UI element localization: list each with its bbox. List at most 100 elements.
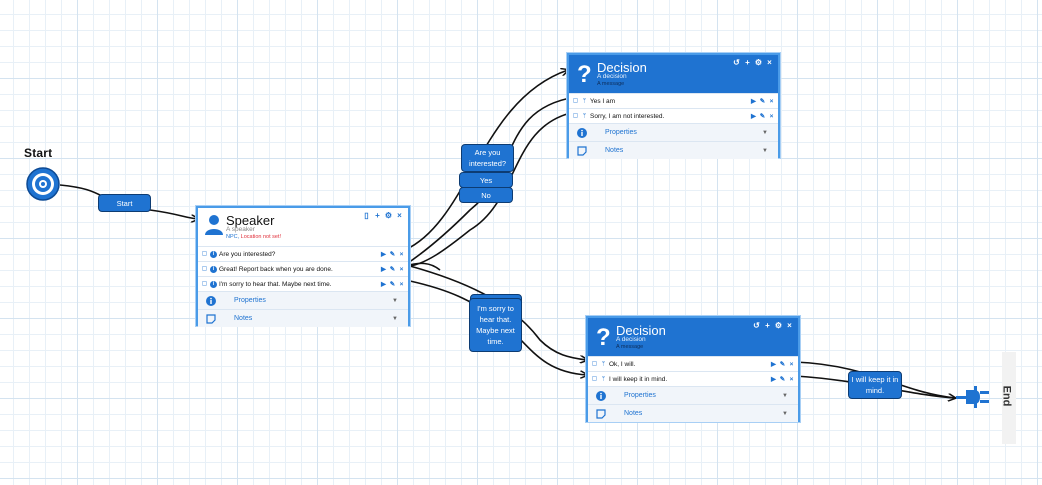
- decision1-option[interactable]: ▢ ᛘ Yes I am ▶✎×: [569, 93, 778, 108]
- speaker-line[interactable]: ▢ i Great! Report back when you are done…: [198, 261, 408, 276]
- speaker-subtitle: A speaker: [226, 226, 255, 233]
- question-icon: ?: [577, 61, 592, 86]
- gear-icon[interactable]: ⚙: [384, 211, 393, 220]
- edge-keep-in-mind[interactable]: I will keep it in mind.: [848, 371, 902, 399]
- chevron-down-icon: ▼: [392, 315, 398, 322]
- decision1-tools: ↺ + ⚙ ×: [732, 58, 774, 67]
- info-icon: i: [210, 265, 217, 273]
- close-icon[interactable]: ×: [767, 58, 772, 67]
- play-icon[interactable]: ▶: [771, 360, 776, 368]
- decision2-notes-label: Notes: [624, 410, 643, 417]
- chat-icon: ▢: [201, 265, 208, 272]
- svg-text:?: ?: [596, 324, 611, 349]
- fork-icon: ᛘ: [601, 360, 606, 368]
- edit-icon[interactable]: ✎: [779, 360, 786, 368]
- gear-icon[interactable]: ⚙: [754, 58, 763, 67]
- speaker-properties-label: Properties: [234, 297, 266, 304]
- decision2-message: A message: [616, 344, 644, 350]
- decision2-option-text: Ok, I will.: [609, 360, 636, 368]
- speaker-notes-label: Notes: [234, 315, 253, 322]
- decision1-properties-toggle[interactable]: Properties ▼: [569, 123, 778, 141]
- info-circle-icon: [577, 127, 587, 138]
- chat-icon: ▢: [201, 280, 208, 287]
- edge-start[interactable]: Start: [98, 194, 151, 212]
- add-icon[interactable]: +: [745, 58, 750, 67]
- delete-icon[interactable]: ×: [789, 375, 794, 383]
- play-icon[interactable]: ▶: [751, 97, 756, 105]
- play-icon[interactable]: ▶: [771, 375, 776, 383]
- play-icon[interactable]: ▶: [751, 112, 756, 120]
- speaker-notes-toggle[interactable]: Notes ▼: [198, 309, 408, 327]
- person-icon: [205, 215, 223, 235]
- decision-node-2[interactable]: ? Decision A decision A message ↺ + ⚙ × …: [586, 316, 800, 422]
- decision2-tools: ↺ + ⚙ ×: [752, 321, 794, 330]
- decision2-option[interactable]: ▢ ᛘ Ok, I will. ▶✎×: [588, 356, 798, 371]
- delete-icon[interactable]: ×: [769, 112, 774, 120]
- info-icon: i: [210, 280, 217, 288]
- speaker-line-text: Great! Report back when you are done.: [219, 265, 333, 273]
- decision-node-1[interactable]: ? Decision A decision A message ↺ + ⚙ × …: [567, 53, 780, 159]
- delete-icon[interactable]: ×: [399, 280, 404, 288]
- chat-icon: ▢: [572, 112, 579, 119]
- play-icon[interactable]: ▶: [381, 265, 386, 273]
- speaker-line[interactable]: ▢ i I'm sorry to hear that. Maybe next t…: [198, 276, 408, 291]
- speaker-node[interactable]: Speaker A speaker NPC, Location not set!…: [196, 206, 410, 327]
- speaker-properties-toggle[interactable]: Properties ▼: [198, 291, 408, 309]
- history-icon[interactable]: ↺: [733, 58, 740, 67]
- svg-text:?: ?: [577, 61, 592, 86]
- fork-icon: ᛘ: [582, 97, 587, 105]
- decision1-title: Decision: [597, 60, 647, 75]
- edit-icon[interactable]: ✎: [759, 112, 766, 120]
- decision1-notes-label: Notes: [605, 147, 624, 154]
- speaker-warning-location: Location not set!: [240, 234, 282, 240]
- edit-icon[interactable]: ✎: [779, 375, 786, 383]
- speaker-line[interactable]: ▢ i Are you interested? ▶✎×: [198, 246, 408, 261]
- decision2-properties-toggle[interactable]: Properties ▼: [588, 386, 798, 404]
- close-icon[interactable]: ×: [397, 211, 402, 220]
- speaker-line-text: I'm sorry to hear that. Maybe next time.: [219, 280, 332, 288]
- play-icon[interactable]: ▶: [381, 280, 386, 288]
- decision2-notes-toggle[interactable]: Notes ▼: [588, 404, 798, 422]
- chevron-down-icon: ▼: [782, 410, 788, 417]
- decision1-notes-toggle[interactable]: Notes ▼: [569, 141, 778, 159]
- add-icon[interactable]: +: [375, 211, 380, 220]
- edit-icon[interactable]: ✎: [389, 265, 396, 273]
- info-circle-icon: [206, 295, 216, 306]
- decision1-option[interactable]: ▢ ᛘ Sorry, I am not interested. ▶✎×: [569, 108, 778, 123]
- end-label: End: [1000, 385, 1013, 407]
- play-icon[interactable]: ▶: [381, 250, 386, 258]
- delete-icon[interactable]: ×: [769, 97, 774, 105]
- decision2-option[interactable]: ▢ ᛘ I will keep it in mind. ▶✎×: [588, 371, 798, 386]
- edit-icon[interactable]: ✎: [389, 250, 396, 258]
- chat-icon: ▢: [591, 360, 598, 367]
- close-icon[interactable]: ×: [787, 321, 792, 330]
- decision1-properties-label: Properties: [605, 129, 637, 136]
- delete-icon[interactable]: ×: [399, 250, 404, 258]
- edge-yes[interactable]: Yes: [459, 172, 513, 188]
- document-icon[interactable]: ▯: [364, 211, 369, 220]
- delete-icon[interactable]: ×: [399, 265, 404, 273]
- edge-no[interactable]: No: [459, 187, 513, 203]
- plug-icon[interactable]: [956, 384, 992, 410]
- chevron-down-icon: ▼: [392, 297, 398, 304]
- fork-icon: ᛘ: [582, 112, 587, 120]
- speaker-tools: ▯ + ⚙ ×: [362, 211, 404, 220]
- delete-icon[interactable]: ×: [789, 360, 794, 368]
- edit-icon[interactable]: ✎: [759, 97, 766, 105]
- edit-icon[interactable]: ✎: [389, 280, 396, 288]
- decision1-option-text: Sorry, I am not interested.: [590, 112, 665, 120]
- decision1-header: ? Decision A decision A message ↺ + ⚙ ×: [569, 55, 778, 93]
- target-icon[interactable]: [25, 166, 61, 202]
- add-icon[interactable]: +: [765, 321, 770, 330]
- edge-are-you-interested[interactable]: Are you interested?: [461, 144, 514, 172]
- note-icon: [206, 313, 216, 324]
- chat-icon: ▢: [591, 375, 598, 382]
- edge-sorry[interactable]: I'm sorry to hear that. Maybe next time.: [469, 298, 522, 352]
- decision2-header: ? Decision A decision A message ↺ + ⚙ ×: [588, 318, 798, 356]
- gear-icon[interactable]: ⚙: [774, 321, 783, 330]
- decision2-title: Decision: [616, 323, 666, 338]
- history-icon[interactable]: ↺: [753, 321, 760, 330]
- decision1-subtitle: A decision: [597, 73, 627, 80]
- decision1-option-text: Yes I am: [590, 97, 616, 105]
